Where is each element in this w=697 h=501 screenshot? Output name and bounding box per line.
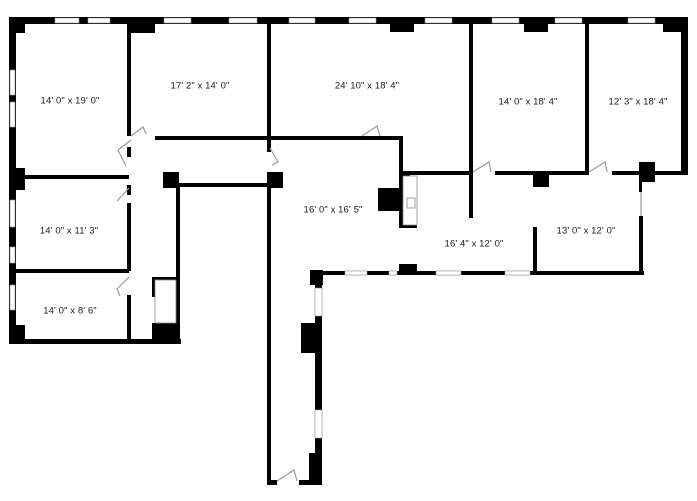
room-label-6: 14' 0" x 11' 3": [39, 225, 99, 237]
doors: [116, 125, 642, 482]
interior-walls: [16, 24, 688, 485]
exterior-walls: [9, 17, 688, 344]
room-label-10: 13' 0" x 12' 0": [556, 225, 616, 237]
room-label-4: 14' 0" x 18' 4": [498, 96, 558, 108]
room-label-8: 16' 0" x 16' 5": [303, 204, 363, 216]
room-label-7: 14' 0" x 8' 6": [43, 305, 97, 317]
room-label-2: 17' 2" x 14' 0": [170, 80, 230, 92]
room-label-3: 24' 10" x 18' 4": [334, 80, 400, 92]
room-label-5: 12' 3" x 18' 4": [608, 96, 668, 108]
room-label-9: 16' 4" x 12' 0": [444, 238, 504, 250]
room-label-1: 14' 0" x 19' 0": [40, 95, 100, 107]
